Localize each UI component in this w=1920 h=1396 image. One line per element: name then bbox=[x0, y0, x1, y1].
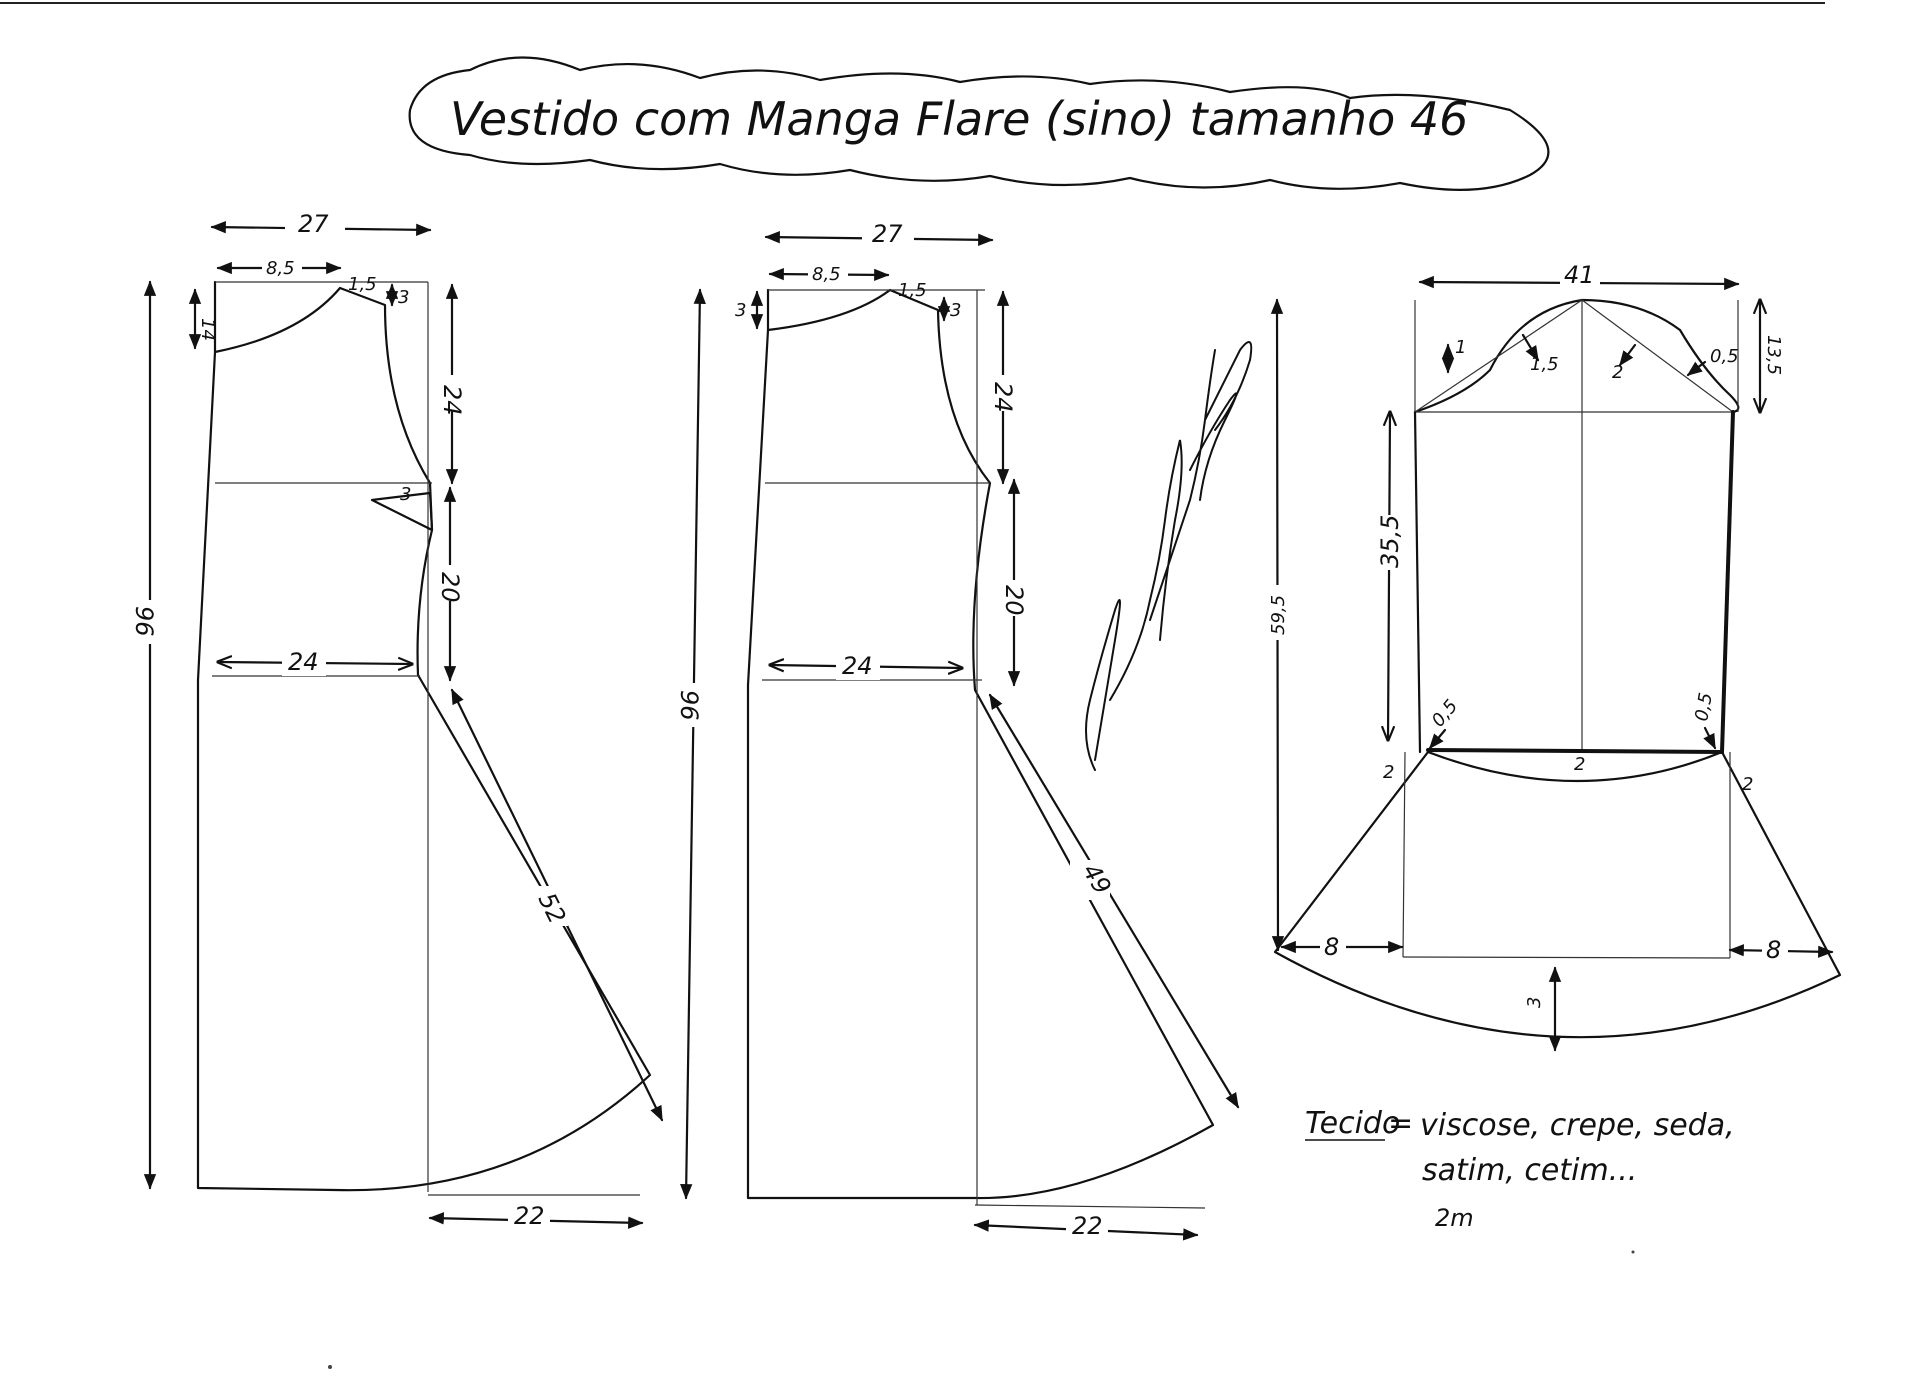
back-total-length-arrow bbox=[680, 288, 706, 1200]
back-outline bbox=[746, 288, 1215, 1200]
fabric-line-2: satim, cetim... bbox=[1422, 1153, 1637, 1188]
front-shoulder-slope-label: 1,5 bbox=[348, 274, 377, 295]
front-total-length-label: 96 bbox=[130, 606, 158, 637]
back-neck-drop-label: 3 bbox=[735, 300, 746, 321]
sleeve-wrist-curve-label: 2 bbox=[1574, 754, 1585, 775]
sleeve-cap-offset-3-arrow bbox=[1618, 343, 1637, 367]
front-shoulder-start-label: 8,5 bbox=[266, 258, 295, 279]
sleeve-cap-construction bbox=[1414, 299, 1734, 750]
sleeve-width-label: 41 bbox=[1564, 261, 1595, 289]
back-shoulder-start-label: 8,5 bbox=[812, 264, 841, 285]
sleeve-wrist-left-ext-label: 0,5 bbox=[1428, 696, 1462, 731]
sleeve-length-arrow bbox=[1388, 412, 1390, 740]
sleeve-flare-left-label: 8 bbox=[1324, 933, 1339, 961]
sleeve-cap-offset-3-label: 2 bbox=[1612, 362, 1623, 383]
sleeve-right-side bbox=[1720, 410, 1735, 754]
front-shoulder-drop-label: 3 bbox=[398, 287, 409, 308]
signature bbox=[1085, 341, 1253, 771]
back-total-length-label: 96 bbox=[675, 690, 703, 721]
front-outline bbox=[196, 280, 652, 1192]
front-waist-length-label: 20 bbox=[436, 572, 464, 603]
front-dart-label: 3 bbox=[400, 484, 411, 505]
sleeve-cap-offset-2-label: 1,5 bbox=[1530, 354, 1559, 375]
back-hem-label: 22 bbox=[1072, 1212, 1103, 1240]
sleeve-wrist-right-ext-label: 0,5 bbox=[1691, 691, 1717, 723]
sleeve-flare-outline bbox=[1273, 750, 1842, 1039]
sleeve-wrist-right-ext-arrow bbox=[1703, 726, 1717, 750]
sleeve-cap-offset-2-arrow bbox=[1521, 333, 1540, 362]
title-cloud: Vestido com Manga Flare (sino) tamanho 4… bbox=[408, 56, 1550, 191]
sleeve-wrist-curve bbox=[1426, 750, 1724, 783]
sleeve-cap-offset-1-label: 1 bbox=[1455, 337, 1466, 358]
fabric-line-1: viscose, crepe, seda, bbox=[1420, 1108, 1735, 1143]
front-pattern-piece: 27 8,5 1,5 3 14 24 3 20 24 96 52 22 bbox=[130, 210, 664, 1230]
front-neck-drop-label: 14 bbox=[197, 318, 218, 341]
back-shoulder-slope-label: 1,5 bbox=[898, 280, 927, 301]
signature-strokes bbox=[1085, 341, 1253, 771]
sleeve-cap-offset-4-label: 0,5 bbox=[1710, 346, 1739, 367]
back-armhole-label: 24 bbox=[989, 382, 1017, 413]
sleeve-flare-base bbox=[1402, 956, 1731, 959]
sleeve-wrist-left-ext-arrow bbox=[1428, 728, 1447, 750]
speck bbox=[1631, 1250, 1635, 1254]
front-waist-width-label: 24 bbox=[288, 648, 319, 676]
page-title: Vestido com Manga Flare (sino) tamanho 4… bbox=[450, 92, 1468, 146]
fabric-note: Tecido = viscose, crepe, seda, satim, ce… bbox=[1305, 1106, 1735, 1232]
sleeve-wrist-right-drop-label: 2 bbox=[1742, 774, 1753, 795]
title-cloud-outline bbox=[408, 56, 1550, 191]
sleeve-left-side bbox=[1413, 410, 1422, 754]
sleeve-flare-right-label: 8 bbox=[1766, 936, 1781, 964]
fabric-amount: 2m bbox=[1435, 1204, 1474, 1232]
sleeve-length-label: 35,5 bbox=[1376, 515, 1404, 568]
sleeve-wrist-line bbox=[1426, 748, 1724, 754]
front-hem-label: 22 bbox=[514, 1202, 545, 1230]
sleeve-hem-curve-label: 3 bbox=[1524, 997, 1545, 1008]
sleeve-pattern-piece: 41 1 1,5 2 0,5 13,5 35,5 59,5 0,5 0,5 2 … bbox=[1264, 261, 1842, 1052]
back-waist-width-label: 24 bbox=[842, 652, 873, 680]
back-flare-arrow bbox=[988, 693, 1240, 1109]
back-hem-guide bbox=[974, 1204, 1206, 1209]
speck bbox=[328, 1365, 332, 1369]
sleeve-cap-outline bbox=[1413, 298, 1740, 414]
fabric-separator: = bbox=[1388, 1106, 1413, 1141]
sleeve-total-length-label: 59,5 bbox=[1268, 595, 1289, 635]
sleeve-flare-guide-left bbox=[1402, 751, 1406, 958]
sleeve-cap-offset-4-arrow bbox=[1686, 360, 1707, 377]
back-pattern-piece: 27 8,5 1,5 3 3 24 20 24 96 49 22 bbox=[675, 220, 1240, 1241]
back-waist-length-label: 20 bbox=[1000, 585, 1028, 616]
back-shoulder-drop-label: 3 bbox=[950, 300, 961, 321]
front-armhole-label: 24 bbox=[438, 385, 466, 416]
sleeve-cap-height-label: 13,5 bbox=[1763, 335, 1784, 375]
fabric-label: Tecido bbox=[1305, 1106, 1400, 1141]
front-dart bbox=[370, 491, 434, 532]
front-width-label: 27 bbox=[298, 210, 329, 238]
sleeve-wrist-left-drop-label: 2 bbox=[1383, 762, 1394, 783]
back-width-label: 27 bbox=[872, 220, 903, 248]
